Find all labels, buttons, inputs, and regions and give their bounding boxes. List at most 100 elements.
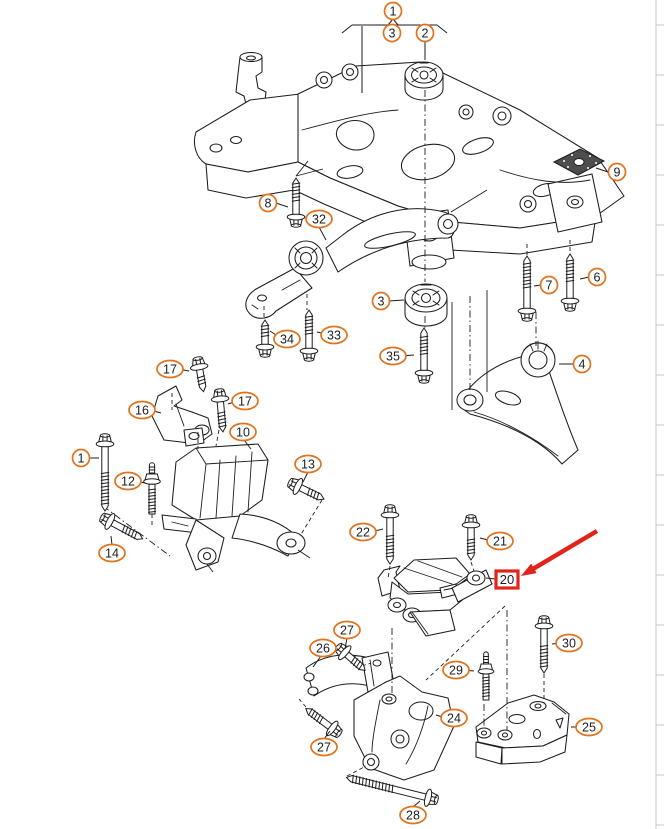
- callout-3[interactable]: 3: [382, 23, 402, 43]
- leader-line: [243, 439, 252, 450]
- svg-text:3: 3: [378, 294, 385, 308]
- callout-21[interactable]: 21: [486, 531, 514, 551]
- shim-plate-drawing: [552, 148, 606, 176]
- svg-text:16: 16: [135, 403, 149, 417]
- measurement-ruler: [655, 0, 664, 829]
- bolt-drawing: [143, 462, 161, 515]
- callout-35[interactable]: 35: [379, 346, 407, 366]
- bolt-drawing: [380, 504, 400, 565]
- diagram-line-art: [151, 51, 625, 781]
- callout-25[interactable]: 25: [575, 717, 603, 737]
- construction-line: [206, 563, 214, 573]
- callout-16[interactable]: 16: [128, 400, 156, 420]
- svg-text:3: 3: [389, 26, 396, 40]
- callout-2[interactable]: 2: [415, 23, 435, 43]
- bolt-drawing: [345, 774, 439, 807]
- svg-text:24: 24: [447, 711, 461, 725]
- callout-14[interactable]: 14: [98, 543, 126, 563]
- callout-10[interactable]: 10: [229, 422, 257, 442]
- highlight-arrow: [529, 529, 599, 573]
- highlight-arrow-head: [521, 563, 537, 576]
- construction-line: [299, 499, 323, 537]
- engine-mount-bracket-drawing: [161, 427, 306, 571]
- callout-24[interactable]: 24: [440, 708, 468, 728]
- highlighted-callout-box[interactable]: [494, 569, 520, 590]
- svg-text:29: 29: [449, 663, 463, 677]
- bolt-drawing: [560, 253, 580, 312]
- callout-26[interactable]: 26: [309, 638, 337, 658]
- bolt-drawing: [299, 309, 319, 362]
- engine-mount-drawing: [377, 557, 493, 637]
- svg-text:13: 13: [301, 457, 315, 471]
- highlight-layer: 20: [485, 529, 599, 590]
- svg-text:35: 35: [386, 349, 400, 363]
- leader-line: [318, 226, 327, 241]
- callout-12[interactable]: 12: [114, 471, 142, 491]
- svg-text:28: 28: [406, 808, 420, 822]
- svg-text:8: 8: [265, 196, 272, 210]
- callout-27[interactable]: 27: [333, 620, 361, 640]
- svg-text:30: 30: [562, 636, 576, 650]
- callout-17[interactable]: 17: [231, 391, 259, 411]
- callout-13[interactable]: 13: [294, 454, 322, 474]
- svg-text:2: 2: [422, 26, 429, 40]
- svg-text:25: 25: [582, 720, 596, 734]
- bolt-drawing: [517, 255, 537, 322]
- construction-line: [297, 549, 311, 559]
- leader-line: [341, 24, 353, 34]
- callout-28[interactable]: 28: [399, 805, 427, 825]
- callout-27[interactable]: 27: [310, 737, 338, 757]
- pendulum-support-drawing: [245, 208, 459, 319]
- leader-line: [323, 730, 331, 740]
- callout-32[interactable]: 32: [305, 209, 333, 229]
- bolt-drawing: [189, 356, 209, 393]
- control-arm-drawing: [456, 340, 579, 465]
- svg-text:21: 21: [493, 534, 507, 548]
- callout-1[interactable]: 1: [383, 1, 403, 21]
- callout-22[interactable]: 22: [349, 522, 377, 542]
- callout-3[interactable]: 3: [371, 291, 391, 311]
- svg-text:1: 1: [78, 451, 85, 465]
- highlight-leader: [485, 577, 497, 580]
- construction-line: [298, 698, 307, 708]
- callout-4[interactable]: 4: [572, 354, 592, 374]
- svg-text:17: 17: [163, 362, 177, 376]
- lower-bushing-drawing: [404, 283, 448, 327]
- leader-line: [344, 637, 348, 650]
- svg-text:4: 4: [579, 357, 586, 371]
- svg-text:6: 6: [594, 270, 601, 284]
- leader-line: [312, 655, 322, 668]
- highlighted-callout-label: 20: [500, 572, 514, 587]
- callout-34[interactable]: 34: [273, 329, 301, 349]
- callout-9[interactable]: 9: [607, 162, 627, 182]
- bolt-drawing: [477, 651, 495, 701]
- callout-33[interactable]: 33: [320, 325, 348, 345]
- callout-17[interactable]: 17: [156, 359, 184, 379]
- callout-30[interactable]: 30: [555, 633, 583, 653]
- callout-1[interactable]: 1: [71, 448, 91, 468]
- leader-line: [388, 299, 405, 302]
- svg-text:27: 27: [317, 740, 331, 754]
- bolt-drawing: [286, 177, 306, 228]
- bolt-drawing: [255, 319, 275, 358]
- construction-line: [295, 168, 324, 177]
- bolt-drawing: [305, 707, 343, 738]
- callout-6[interactable]: 6: [587, 267, 607, 287]
- svg-text:12: 12: [121, 474, 135, 488]
- svg-text:17: 17: [238, 394, 252, 408]
- construction-line: [450, 189, 488, 213]
- callout-8[interactable]: 8: [258, 193, 278, 213]
- leader-line: [110, 535, 113, 546]
- bolt-drawing: [99, 512, 144, 540]
- subframe-drawing: [193, 51, 625, 270]
- svg-text:10: 10: [236, 425, 250, 439]
- svg-text:33: 33: [327, 328, 341, 342]
- callout-29[interactable]: 29: [442, 660, 470, 680]
- construction-line: [387, 565, 391, 580]
- svg-text:22: 22: [356, 525, 370, 539]
- leader-line: [275, 202, 289, 208]
- callout-7[interactable]: 7: [539, 275, 559, 295]
- svg-text:1: 1: [390, 4, 397, 18]
